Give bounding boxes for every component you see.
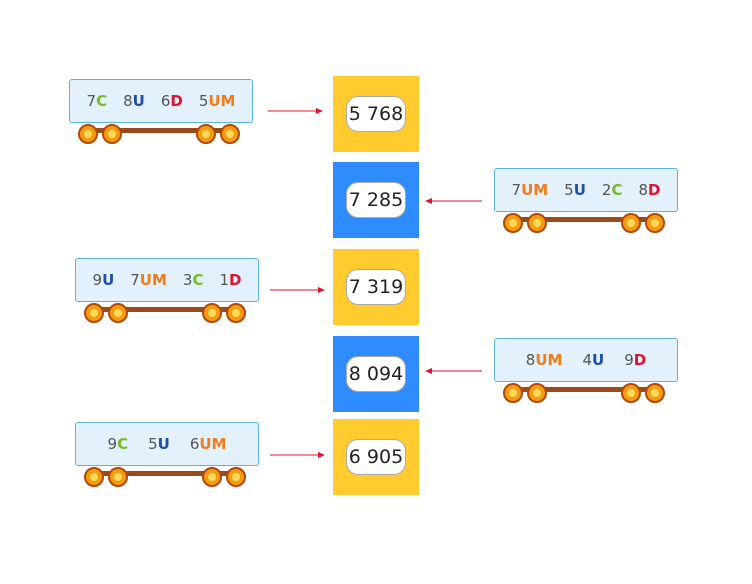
wagon-part: 2C: [601, 181, 623, 199]
number-box: 7 285: [346, 182, 406, 218]
wagon-part: 3C: [182, 271, 204, 289]
number-square-2: 7 285: [333, 162, 419, 238]
wagon-4: 8UM 4U 9D: [494, 338, 678, 404]
wagon-body: 9C 5U 6UM: [75, 422, 259, 466]
wheel-icon: [527, 213, 547, 233]
wagon-part: 8U: [123, 92, 145, 110]
wagon-axle: [89, 307, 243, 312]
number-square-4: 8 094: [333, 336, 419, 412]
wagon-part: 7C: [86, 92, 108, 110]
number-box: 8 094: [346, 356, 406, 392]
arrow-right-icon: [270, 287, 325, 293]
number-box: 7 319: [346, 269, 406, 305]
wagon-part: 9U: [92, 271, 115, 289]
wagon-part: 7UM: [130, 271, 167, 289]
wheel-icon: [108, 303, 128, 323]
wheel-icon: [503, 213, 523, 233]
arrow-right-icon: [268, 108, 323, 114]
wheel-icon: [84, 467, 104, 487]
number-box: 5 768: [346, 96, 406, 132]
wagon-axle: [83, 128, 237, 133]
wagon-part: 7UM: [511, 181, 549, 199]
wheel-icon: [645, 213, 665, 233]
wagon-part: 1D: [219, 271, 242, 289]
wheel-icon: [226, 467, 246, 487]
wheel-icon: [503, 383, 523, 403]
wagon-part: 8UM: [525, 351, 563, 369]
arrow-right-icon: [270, 452, 325, 458]
wagon-body: 8UM 4U 9D: [494, 338, 678, 382]
number-box: 6 905: [346, 439, 406, 475]
wheel-icon: [527, 383, 547, 403]
number-square-5: 6 905: [333, 419, 419, 495]
wagon-part: 9D: [624, 351, 647, 369]
wagon-axle: [508, 387, 662, 392]
wagon-body: 7C 8U 6D 5UM: [69, 79, 253, 123]
wagon-1: 7C 8U 6D 5UM: [69, 79, 253, 145]
arrow-left-icon: [425, 198, 482, 204]
wagon-part: 6UM: [189, 435, 227, 453]
wagon-axle: [508, 217, 662, 222]
wheel-icon: [84, 303, 104, 323]
wagon-part: 5UM: [198, 92, 236, 110]
wheel-icon: [621, 213, 641, 233]
number-square-3: 7 319: [333, 249, 419, 325]
wagon-2: 7UM 5U 2C 8D: [494, 168, 678, 234]
wheel-icon: [202, 467, 222, 487]
wagon-5: 9C 5U 6UM: [75, 422, 259, 488]
wheel-icon: [220, 124, 240, 144]
wheel-icon: [226, 303, 246, 323]
wheel-icon: [645, 383, 665, 403]
wagon-body: 9U 7UM 3C 1D: [75, 258, 259, 302]
wagon-part: 9C: [107, 435, 129, 453]
wagon-part: 5U: [564, 181, 586, 199]
wagon-body: 7UM 5U 2C 8D: [494, 168, 678, 212]
wagon-part: 5U: [148, 435, 170, 453]
wagon-part: 4U: [582, 351, 605, 369]
wagon-axle: [89, 471, 243, 476]
arrow-left-icon: [425, 368, 482, 374]
wheel-icon: [108, 467, 128, 487]
wagon-part: 6D: [160, 92, 183, 110]
wheel-icon: [102, 124, 122, 144]
number-square-1: 5 768: [333, 76, 419, 152]
wagon-3: 9U 7UM 3C 1D: [75, 258, 259, 324]
wheel-icon: [621, 383, 641, 403]
wheel-icon: [78, 124, 98, 144]
wheel-icon: [196, 124, 216, 144]
wheel-icon: [202, 303, 222, 323]
wagon-part: 8D: [638, 181, 661, 199]
